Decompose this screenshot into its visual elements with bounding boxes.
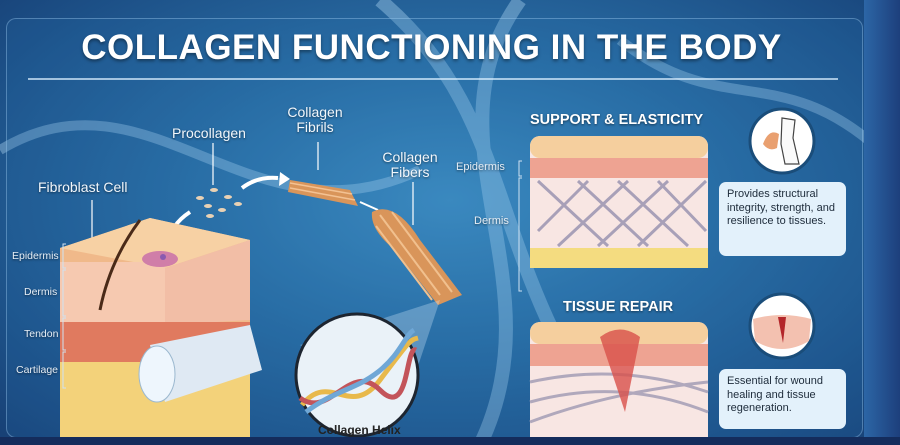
layer-epidermis: Epidermis bbox=[12, 250, 59, 262]
process-illustration bbox=[60, 142, 462, 440]
support-heading: SUPPORT & ELASTICITY bbox=[530, 112, 704, 128]
joint-muscle-icon bbox=[748, 107, 816, 175]
support-dermis-label: Dermis bbox=[474, 215, 509, 227]
frame-right bbox=[864, 0, 900, 445]
layer-tendon: Tendon bbox=[24, 328, 59, 340]
helix-zoom-circle bbox=[294, 312, 420, 438]
label-fibroblast: Fibroblast Cell bbox=[38, 179, 128, 195]
support-epidermis-label: Epidermis bbox=[456, 161, 505, 173]
skin-layer-brackets bbox=[62, 243, 66, 389]
tendon-cylinder bbox=[138, 325, 262, 403]
support-description: Provides structural integrity, strength,… bbox=[719, 182, 846, 256]
layer-cartilage: Cartilage bbox=[16, 364, 59, 376]
repair-description: Essential for wound healing and tissue r… bbox=[719, 369, 846, 429]
page-title: COLLAGEN FUNCTIONING IN THE BODY bbox=[81, 28, 782, 67]
label-fibrils: Collagen Fibrils bbox=[287, 104, 343, 135]
title-divider bbox=[28, 78, 838, 80]
label-helix: Collagen Helix bbox=[318, 423, 401, 437]
wound-icon bbox=[748, 292, 816, 360]
layer-dermis: Dermis bbox=[24, 286, 58, 298]
collagen-fiber bbox=[371, 209, 462, 305]
support-skin-illustration bbox=[518, 136, 708, 292]
procollagen-particles bbox=[196, 188, 242, 218]
skin-block bbox=[60, 218, 250, 440]
collagen-fibril bbox=[288, 180, 358, 206]
repair-heading: TISSUE REPAIR bbox=[563, 299, 674, 315]
frame-bottom bbox=[0, 437, 900, 445]
label-fibers: Collagen Fibers bbox=[382, 149, 438, 180]
label-procollagen: Procollagen bbox=[172, 125, 246, 141]
repair-skin-illustration bbox=[529, 322, 709, 445]
